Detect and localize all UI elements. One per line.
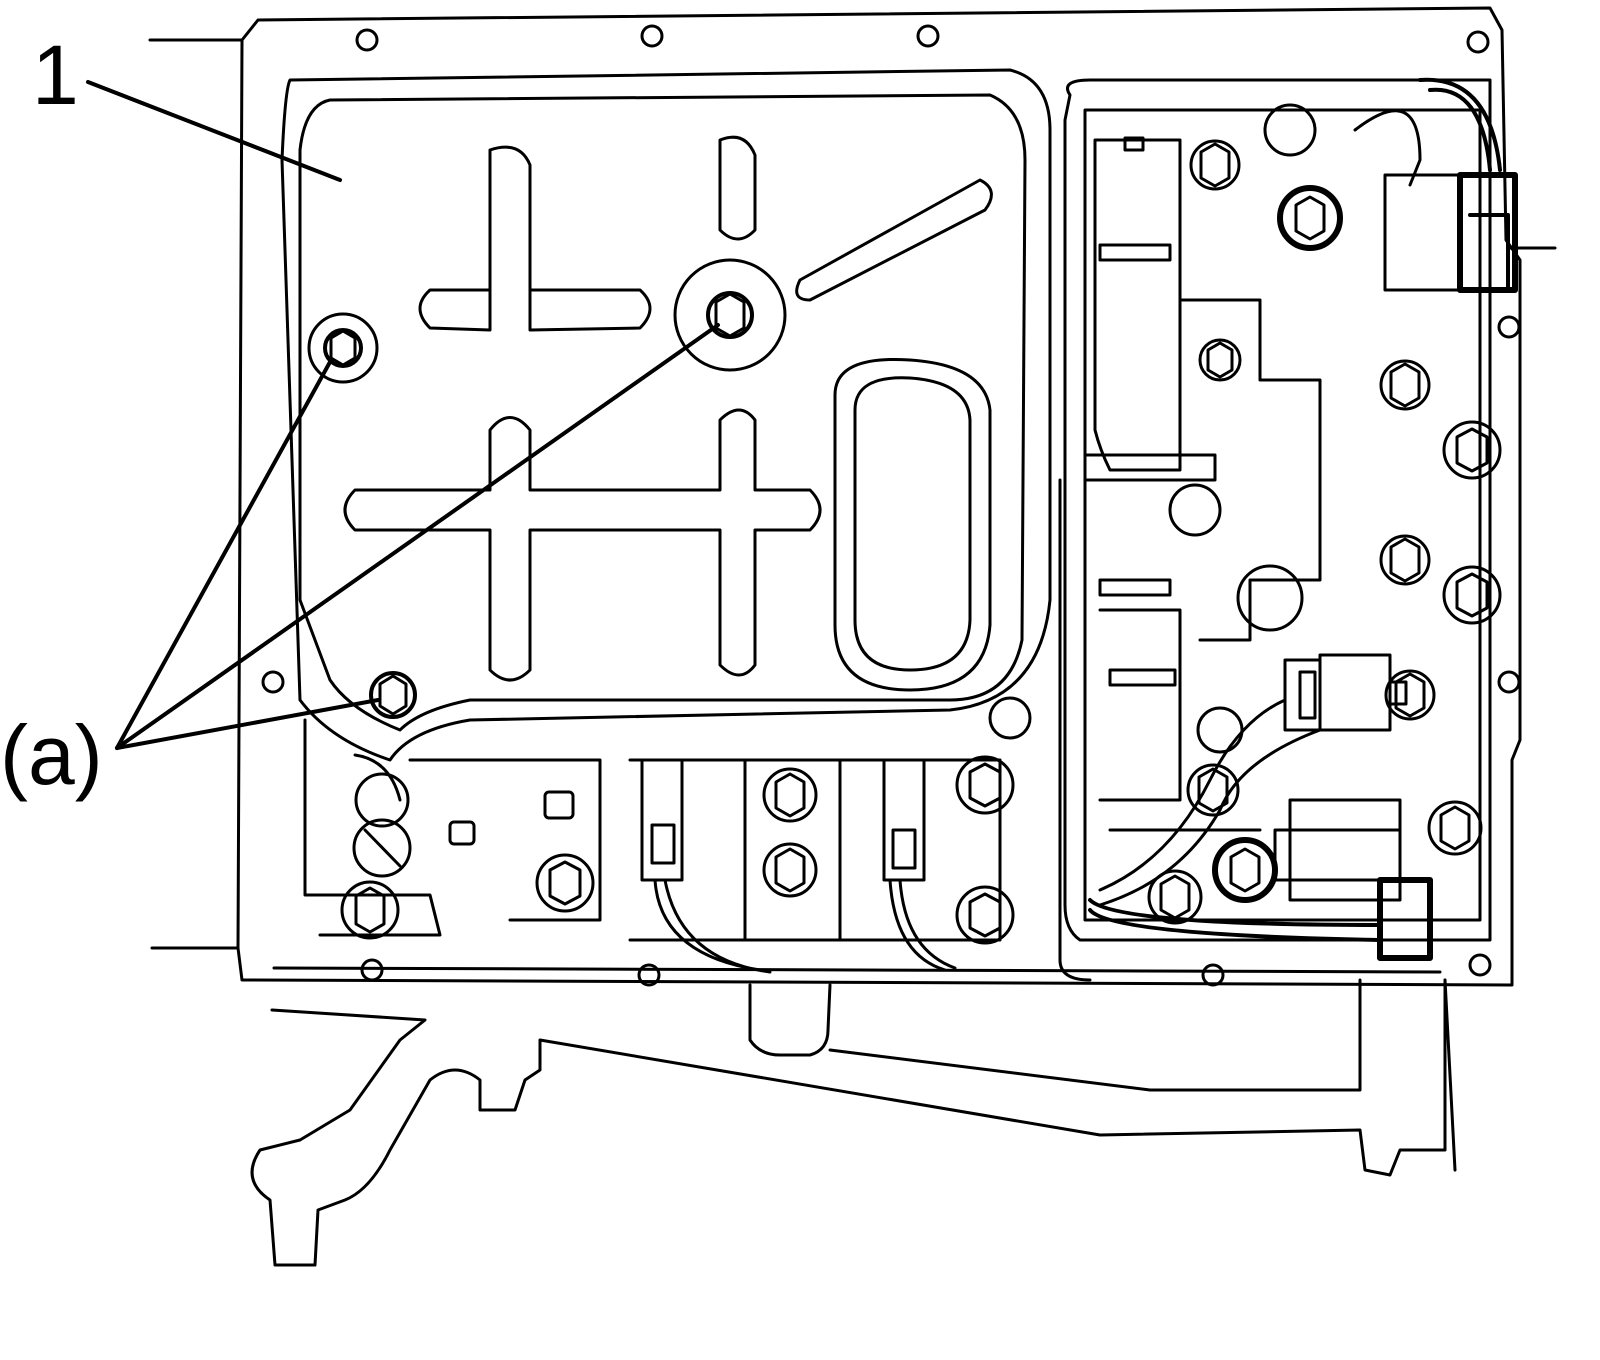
lower-bracket [250,978,1457,1267]
lower-valve-row [303,696,1032,974]
leader-part-1 [86,80,342,182]
leader-a-2 [115,323,720,750]
housing-holes [261,24,1521,987]
part-1-label: 1 [32,28,79,122]
housing-outline [148,6,1557,987]
strainer-cover [280,68,1052,762]
callout-a-label: (a) [0,708,103,802]
right-valve-body [1058,77,1518,982]
leader-a-1 [115,360,332,750]
leader-a-3 [115,698,380,750]
leader-lines [86,80,720,750]
